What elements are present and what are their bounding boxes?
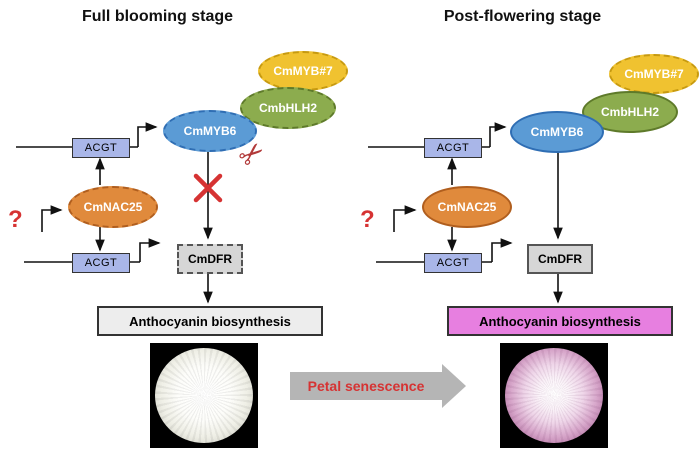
left-node-cmmyb6: CmMYB6 [163,110,257,152]
right-node-cmdfr: CmDFR [527,244,593,274]
right-panel-title: Post-flowering stage [443,8,602,25]
left-node-cmbhlh2: CmbHLH2 [240,87,336,129]
red-x-blocked-icon [193,173,223,203]
left-transcription-arrow-top-icon [137,122,158,147]
white-chrysanthemum-image [155,348,253,443]
petal-senescence-arrow: Petal senescence [290,372,442,400]
left-node-cmnac25: CmNAC25 [68,186,158,228]
right-unknown-factor-question-mark: ? [360,206,375,233]
left-acgt-box-top: ACGT [72,138,130,158]
left-node-cmdfr: CmDFR [177,244,243,274]
left-acgt-box-bottom: ACGT [72,253,130,273]
left-node-cmmyb7: CmMYB#7 [258,51,348,91]
left-anthocyanin-biosynthesis-box: Anthocyanin biosynthesis [97,306,323,336]
right-acgt-box-bottom: ACGT [424,253,482,273]
right-node-cmnac25: CmNAC25 [422,186,512,228]
right-transcription-arrow-bottom-icon [491,238,513,262]
left-transcription-arrow-bottom-icon [139,238,161,262]
white-flower-photo [150,343,258,448]
left-panel-title: Full blooming stage [81,8,234,25]
left-unknown-to-nac25-arrow-icon [41,205,63,232]
right-transcription-arrow-top-icon [489,122,507,147]
pink-chrysanthemum-image [505,348,603,443]
right-acgt-box-top: ACGT [424,138,482,158]
pink-flower-photo [500,343,608,448]
right-node-cmmyb6: CmMYB6 [510,111,604,153]
right-unknown-to-nac25-arrow-icon [393,205,417,232]
right-anthocyanin-biosynthesis-box: Anthocyanin biosynthesis [447,306,673,336]
petal-senescence-label: Petal senescence [307,378,425,394]
petal-senescence-arrowhead-icon [442,364,466,408]
left-unknown-factor-question-mark: ? [8,206,23,233]
right-node-cmmyb7: CmMYB#7 [609,54,699,94]
